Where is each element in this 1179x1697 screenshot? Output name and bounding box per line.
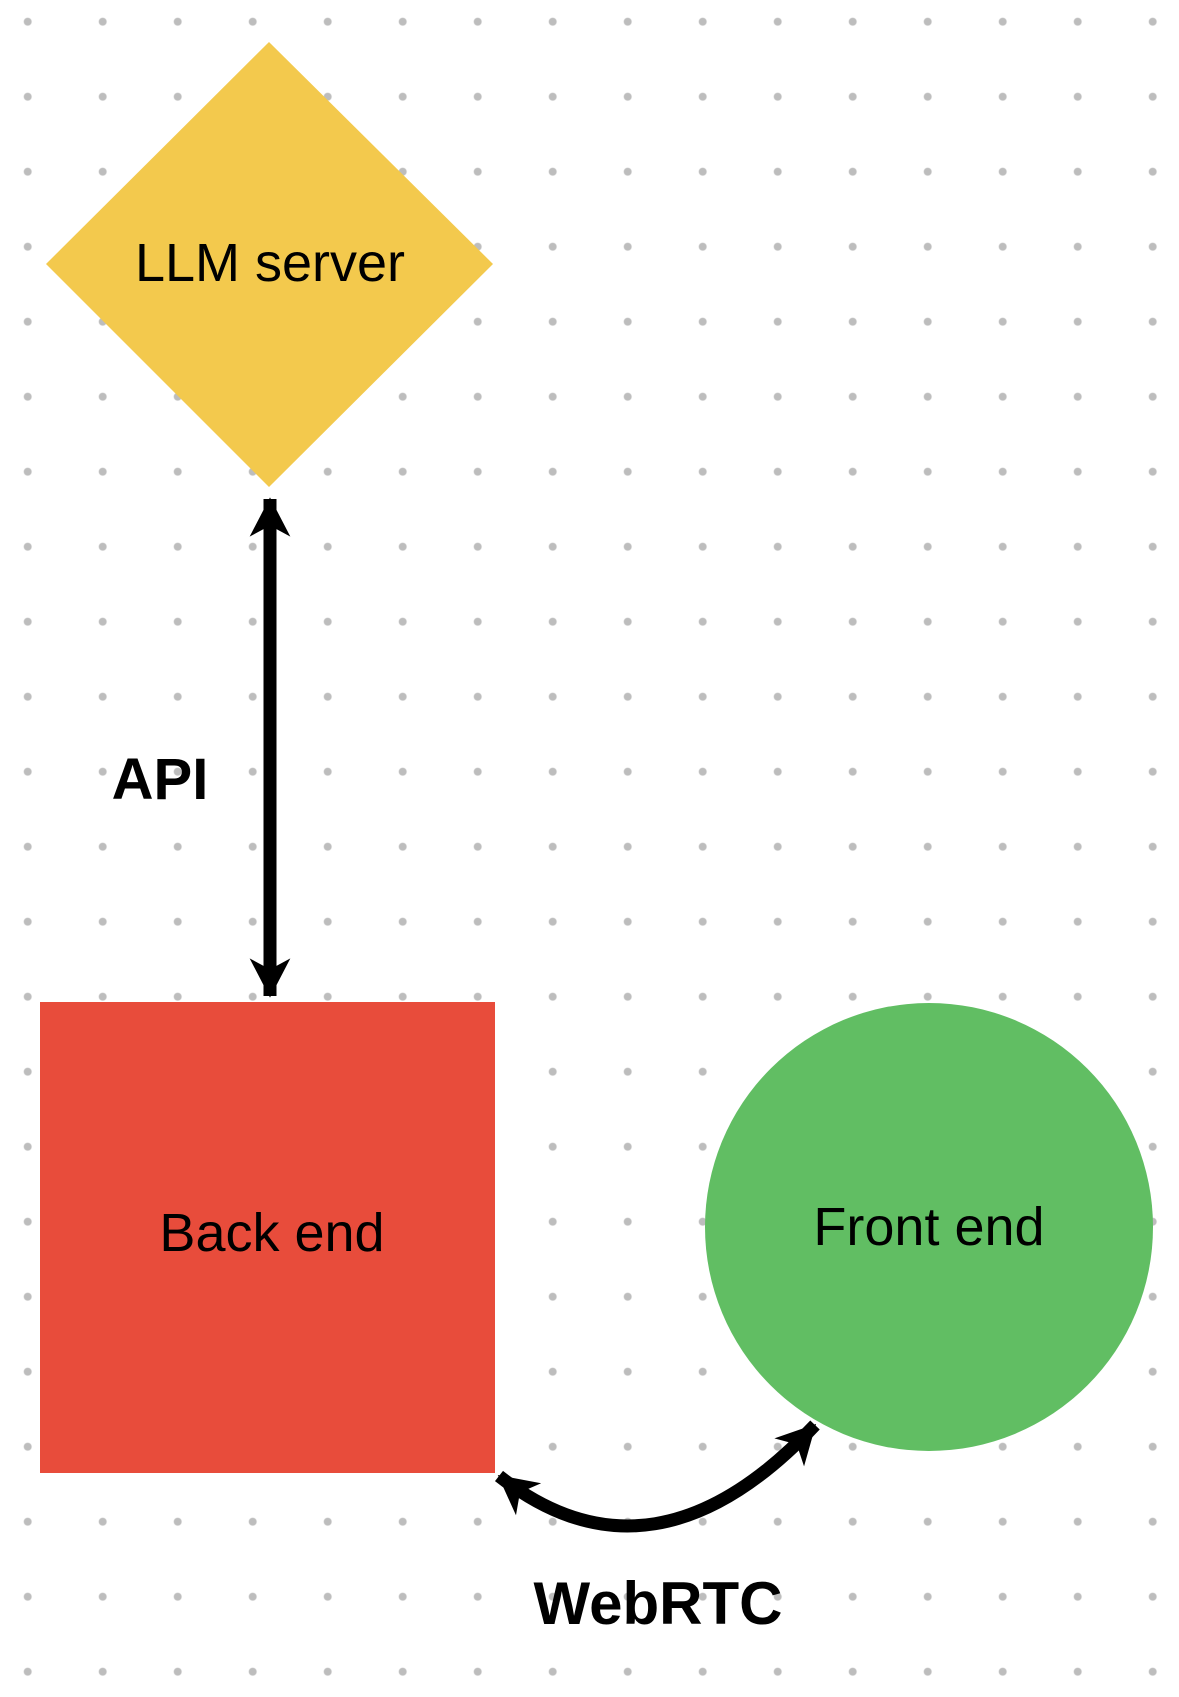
api-edge-label: API — [111, 747, 209, 812]
back-end-label: Back end — [159, 1203, 385, 1263]
back-end-node — [40, 1002, 495, 1473]
front-end-node — [705, 1003, 1153, 1451]
front-end-label: Front end — [813, 1197, 1045, 1257]
webrtc-arrow — [494, 1420, 820, 1533]
webrtc-edge-label: WebRTC — [533, 1570, 783, 1637]
llm-server-label: LLM server — [134, 233, 406, 293]
llm-server-node — [46, 42, 493, 487]
